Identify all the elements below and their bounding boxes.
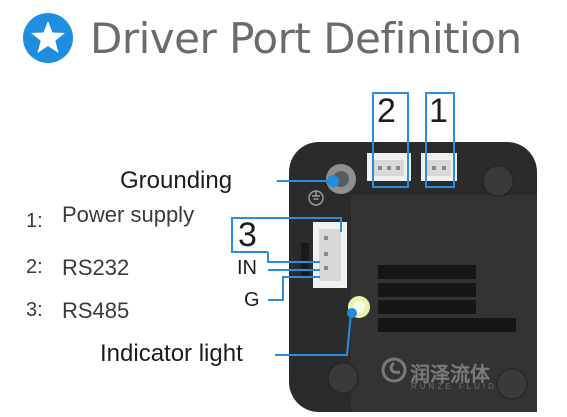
title-row: Driver Port Definition — [22, 6, 522, 70]
port-1-number: 1 — [429, 92, 448, 130]
indicator-callout-line — [275, 312, 352, 356]
brand-logo-icon — [381, 357, 407, 383]
definition-index: 3: — [26, 299, 43, 321]
connector-port-2 — [367, 153, 411, 181]
g-callout-line — [268, 276, 320, 301]
g-label: G — [244, 289, 260, 311]
chip-block — [378, 300, 476, 314]
connector-latch — [301, 243, 309, 277]
in-callout-line — [267, 252, 320, 263]
port-3-callout-edge — [231, 218, 268, 253]
brand-name: 润泽流体 — [410, 364, 490, 386]
chip-block — [378, 318, 516, 332]
port-3-number: 3 — [238, 216, 257, 254]
port-2-number: 2 — [377, 92, 396, 130]
in-label: IN — [237, 257, 257, 279]
port-1-callout-box — [425, 92, 455, 188]
definition-index: 2: — [26, 256, 43, 278]
port-2-callout-box — [372, 92, 409, 188]
grounding-label: Grounding — [120, 167, 233, 194]
definition-text: RS232 — [62, 255, 130, 280]
chip-block — [378, 283, 476, 297]
definition-text: Power supply — [62, 202, 195, 227]
definition-text: RS485 — [62, 298, 130, 323]
star-circle-icon — [23, 13, 73, 63]
mounting-hole — [496, 368, 528, 400]
chip-block — [378, 265, 476, 279]
grounding-callout-dot — [327, 175, 339, 187]
mounting-hole — [327, 362, 359, 394]
mounting-hole — [482, 165, 514, 197]
page-title: Driver Port Definition — [90, 13, 522, 63]
indicator-callout-dot — [347, 308, 357, 318]
ground-symbol-icon — [308, 190, 324, 206]
indicator-light-label: Indicator light — [100, 340, 243, 367]
brand-subtitle: RUNZE FLUID — [411, 382, 497, 391]
definition-index: 1: — [26, 210, 43, 232]
